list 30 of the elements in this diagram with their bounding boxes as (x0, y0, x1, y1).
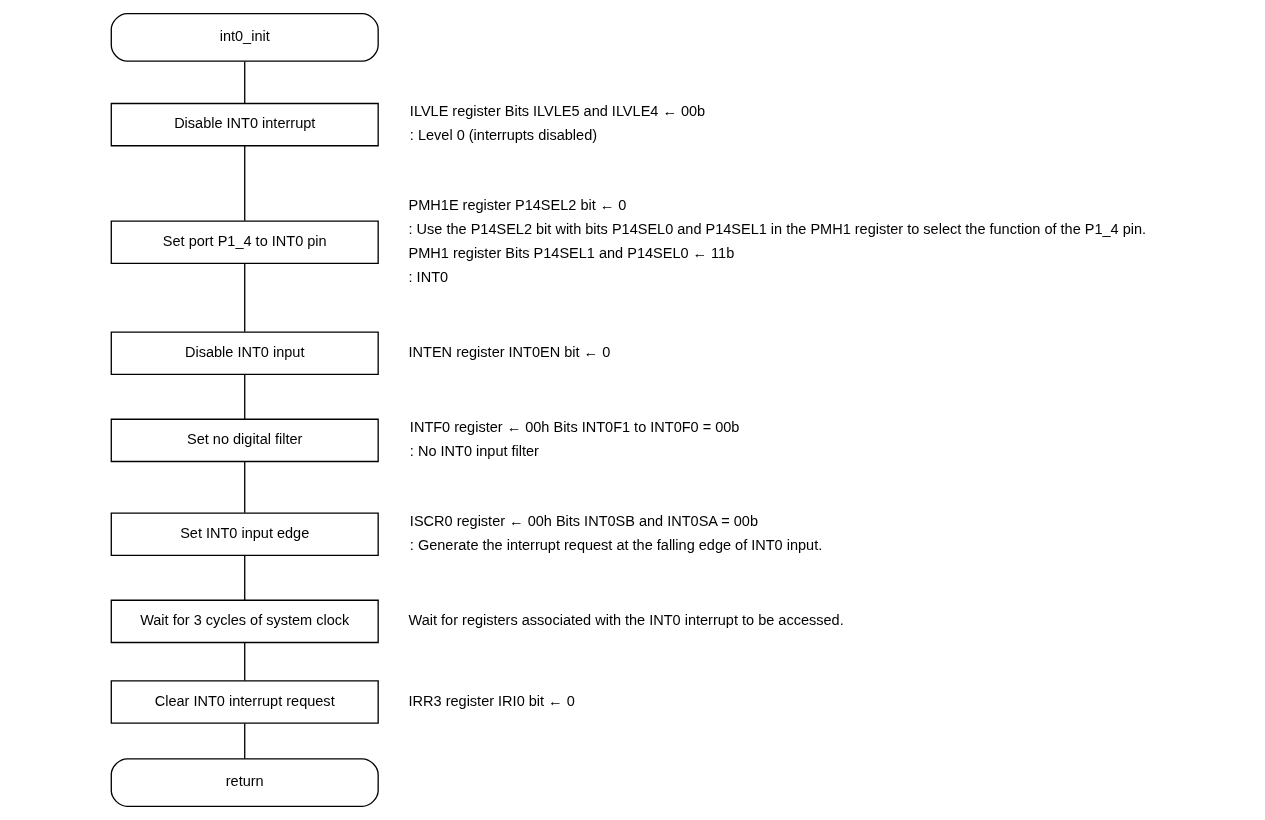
node-label: : INT0 (408, 268, 449, 285)
node-box: Set INT0 input edge (110, 512, 379, 556)
connector (244, 145, 246, 222)
node-box: Clear INT0 interrupt request (110, 680, 379, 724)
node-label: Wait for registers associated with the INT0 interrupt to be accessed. (408, 612, 844, 629)
connector (244, 554, 246, 601)
node-box: Set port P1_4 to INT0 pin (110, 220, 379, 264)
node-label: : Level 0 (interrupts disabled) (409, 127, 598, 144)
node-box: Wait for 3 cycles of system clock (110, 599, 379, 644)
node-box: Disable INT0 input (110, 331, 379, 375)
connector (244, 642, 246, 682)
node-label: INTF0 register ← 00h Bits INT0F1 to INT0F0 = 00b (409, 419, 740, 436)
connector (244, 262, 246, 333)
node-label: INTEN register INT0EN bit ← 0 (408, 343, 611, 360)
node-label: PMH1 register Bits P14SEL1 and P14SEL0 ← 11b (408, 244, 735, 261)
node-label: : Use the P14SEL2 bit with bits P14SEL0 and P14SEL1 in the PMH1 register to select the function of the P1_4 pin. (408, 221, 1147, 238)
connector (244, 60, 246, 105)
node-label: : Generate the interrupt request at the falling edge of INT0 input. (409, 536, 823, 553)
connector (244, 373, 246, 420)
node-label: PMH1E register P14SEL2 bit ← 0 (408, 197, 627, 214)
connector (244, 461, 246, 514)
node-label: ILVLE register Bits ILVLE5 and ILVLE4 ← 00b (409, 103, 706, 120)
node-box: Set no digital filter (110, 418, 379, 463)
node-box: int0_init (110, 13, 379, 62)
node-box: return (110, 758, 379, 807)
node-label: IRR3 register IRI0 bit ← 0 (408, 692, 575, 709)
node-box: Disable INT0 interrupt (110, 102, 379, 147)
connector (244, 722, 246, 760)
node-label: ISCR0 register ← 00h Bits INT0SB and INT0SA = 00b (409, 513, 759, 529)
node-label: : No INT0 input filter (409, 442, 539, 459)
